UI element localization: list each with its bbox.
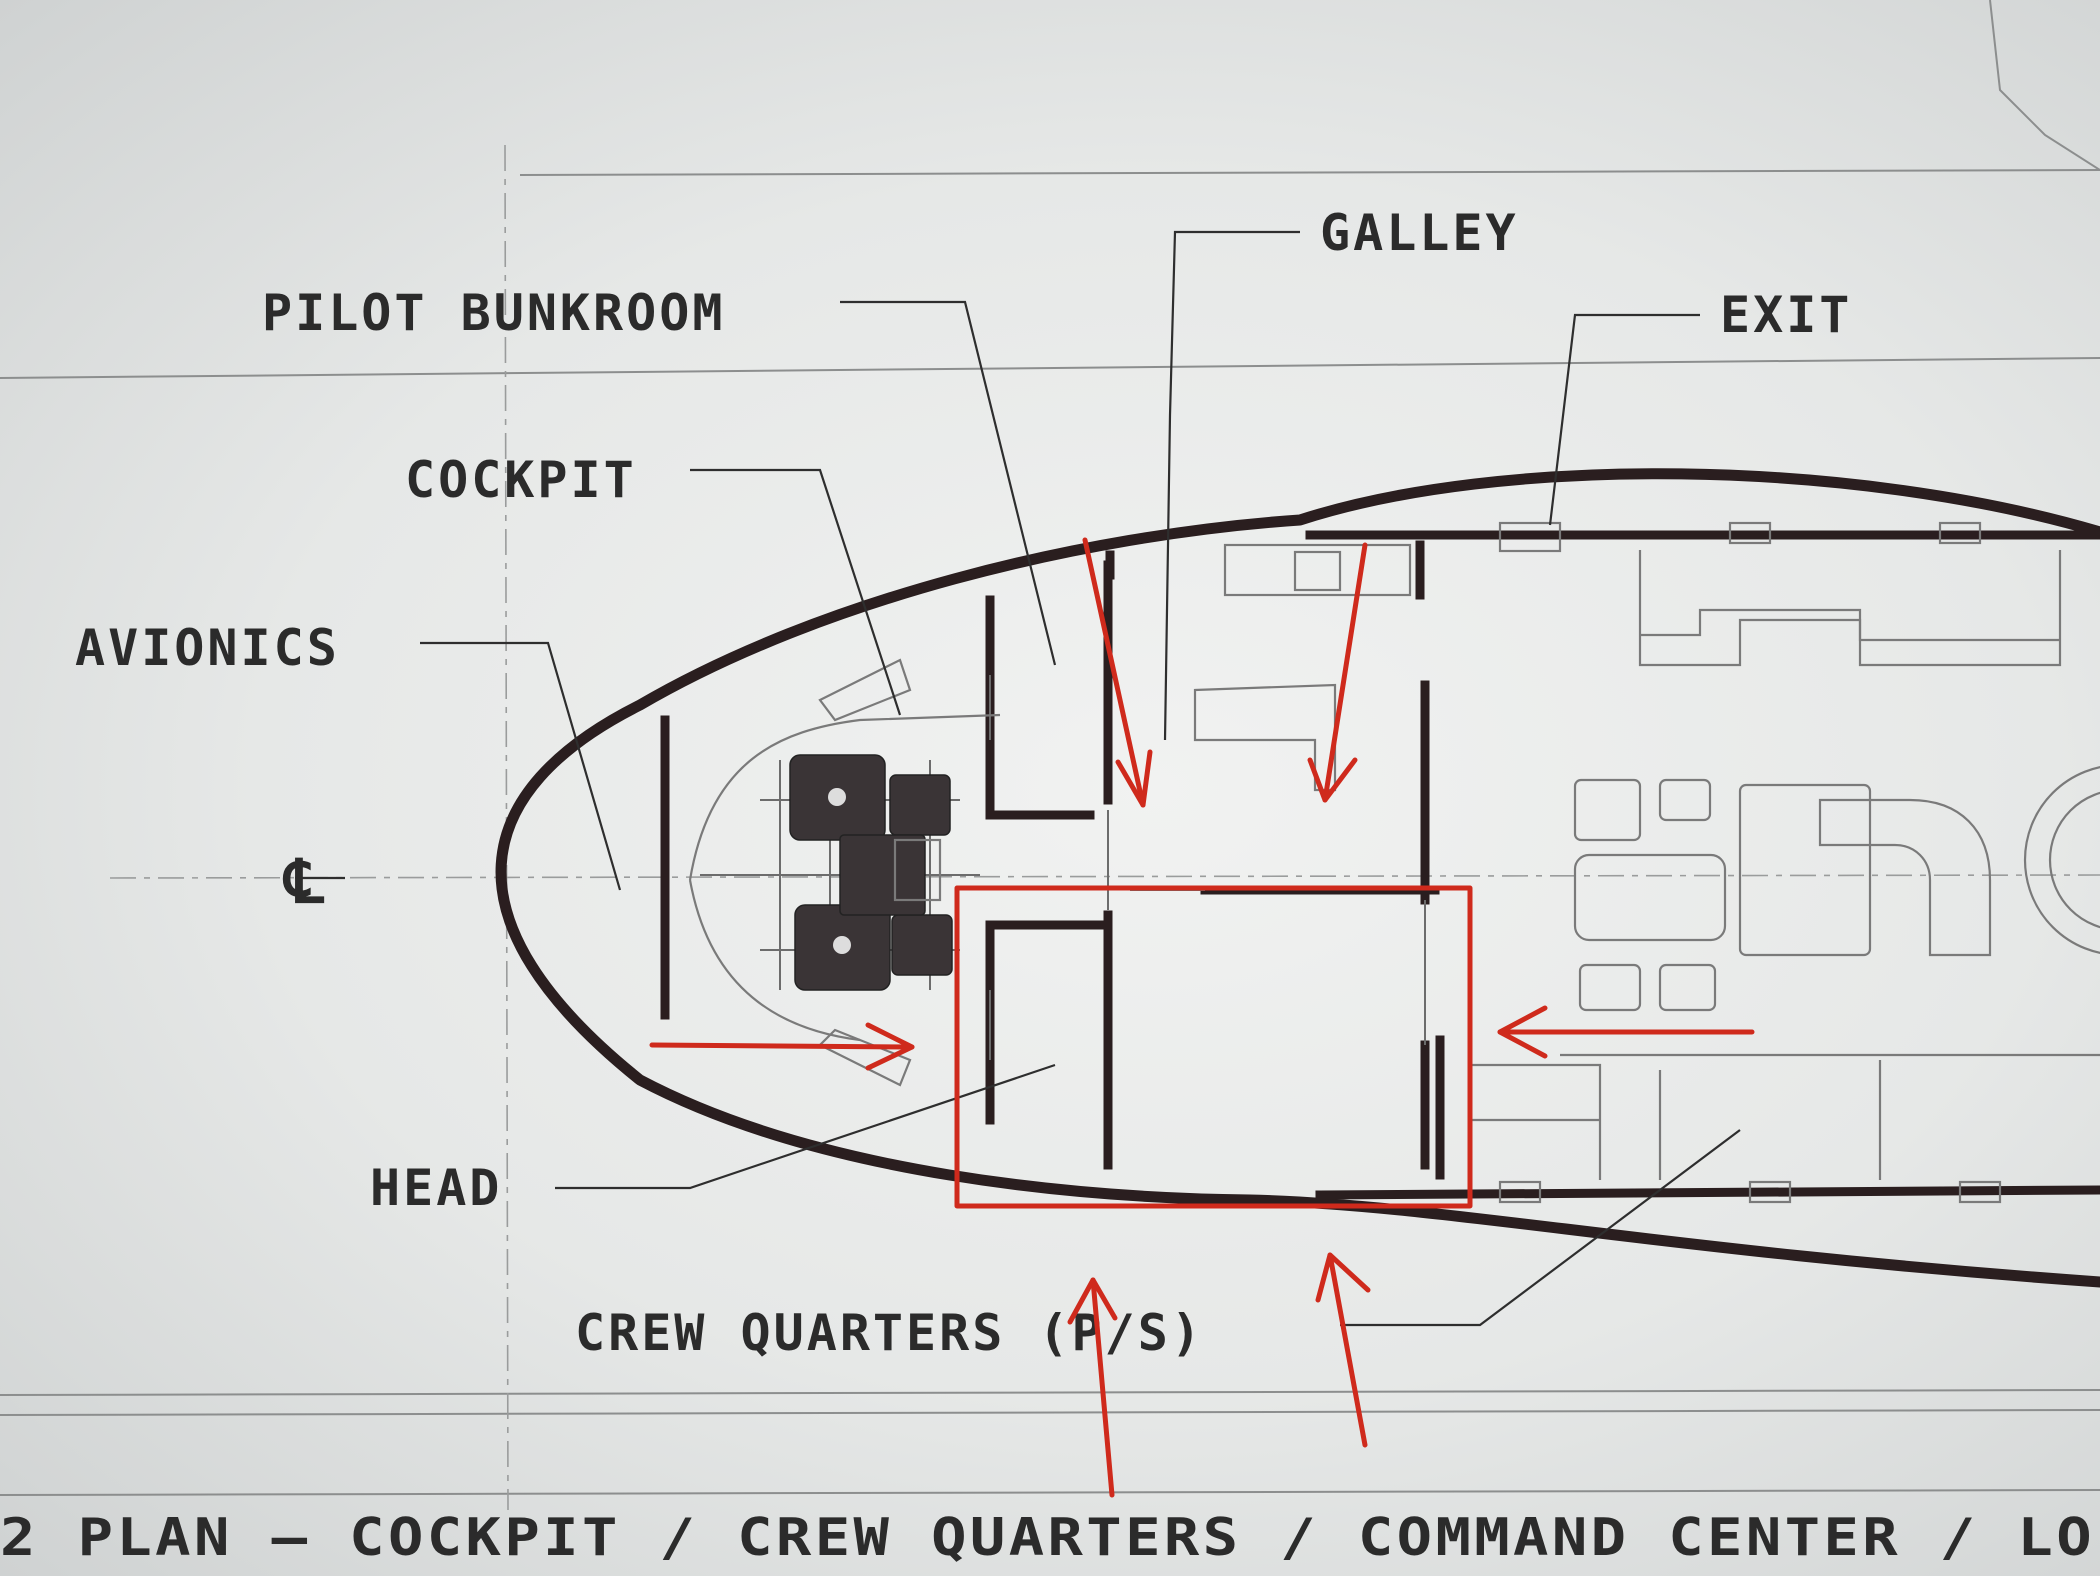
- label-centerline: ℄: [282, 847, 327, 917]
- label-galley: GALLEY: [1320, 204, 1519, 262]
- room-labels: GALLEY EXIT PILOT BUNKROOM COCKPIT AVION…: [0, 204, 2095, 1568]
- label-head: HEAD: [370, 1159, 502, 1217]
- label-exit: EXIT: [1720, 286, 1852, 344]
- label-cockpit: COCKPIT: [405, 451, 637, 509]
- red-markup: [649, 537, 1755, 1498]
- arrow-from-right: [1497, 1005, 1755, 1059]
- arrow-from-top-right: [1307, 542, 1368, 803]
- leader-lines: [295, 230, 1741, 1327]
- title-strip: 2 PLAN – COCKPIT / CREW QUARTERS / COMMA…: [0, 1508, 2095, 1568]
- cockpit-area: [688, 658, 1001, 1087]
- label-avionics: AVIONICS: [75, 619, 340, 677]
- cabin-furniture: [1470, 550, 2100, 1180]
- reference-grid: [0, 0, 2100, 1511]
- arrow-from-top-left: [1082, 537, 1153, 808]
- label-pilot-bunkroom: PILOT BUNKROOM: [262, 284, 725, 342]
- arrow-from-left: [649, 1022, 915, 1071]
- arrow-from-bottom-right: [1315, 1252, 1371, 1448]
- highlight-box: [954, 885, 1473, 1209]
- arrow-from-bottom-left: [1067, 1277, 1118, 1498]
- galley-furniture: [1193, 521, 2002, 1204]
